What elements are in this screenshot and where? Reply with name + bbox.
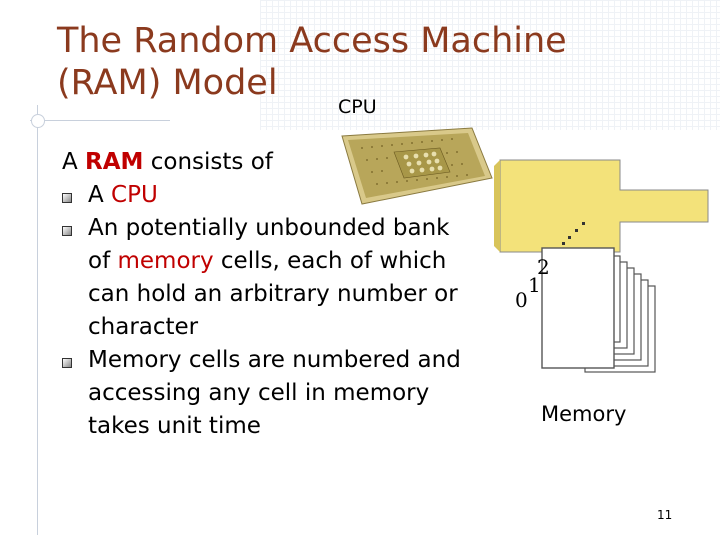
bullet-2-line-4: character [88, 314, 199, 340]
memory-diagram [494, 159, 709, 373]
memory-cell-number-1: 1 [528, 273, 541, 297]
bullet-2-line-2-suffix: cells, each of which [213, 248, 447, 274]
decorative-vertical-line [37, 105, 38, 535]
bullet-3-line-2: accessing any cell in memory [88, 380, 430, 406]
bullet-2-line-1: An potentially unbounded bank [88, 215, 450, 241]
cpu-label: CPU [338, 96, 377, 118]
square-bullet-icon [62, 193, 72, 203]
memory-cell-number-2: 2 [537, 255, 550, 279]
square-bullet-icon [62, 226, 72, 236]
bullet-1-prefix: A [88, 182, 112, 208]
bullet-3-line-3: takes unit time [88, 413, 261, 439]
slide-title: The Random Access Machine (RAM) Model [57, 20, 567, 104]
decorative-grid [260, 0, 720, 130]
ellipsis-dots [562, 222, 585, 245]
memory-label: Memory [541, 402, 627, 426]
title-line-2: (RAM) Model [57, 63, 278, 103]
title-line-1: The Random Access Machine [57, 21, 567, 61]
bullet-1-highlight: CPU [111, 182, 158, 208]
memory-cell-number-0: 0 [515, 288, 528, 312]
bullet-item-unit-time: Memory cells are numbered and accessing … [62, 344, 508, 443]
bullet-2-line-2-prefix: of [88, 248, 118, 274]
bullet-item-memory-bank: An potentially unbounded bank of memory … [62, 212, 508, 344]
intro-highlight: RAM [85, 149, 144, 175]
intro-suffix: consists of [143, 149, 273, 175]
bullet-3-line-1: Memory cells are numbered and [88, 347, 461, 373]
bullet-2-highlight: memory [117, 248, 214, 274]
cpu-chip-icon [341, 127, 493, 205]
bullet-item-cpu: A CPU [62, 179, 508, 212]
cpu-to-memory-arrow [499, 159, 709, 253]
square-bullet-icon [62, 358, 72, 368]
intro-prefix: A [62, 149, 86, 175]
decorative-circle [31, 114, 45, 128]
page-number: 11 [657, 508, 673, 522]
memory-cells-stack [541, 247, 656, 373]
slide-body: A RAM consists of A CPU An potentially u… [62, 146, 508, 443]
bullet-2-line-3: can hold an arbitrary number or [88, 281, 458, 307]
bullet-2-line-2: of memory cells, each of which [88, 245, 508, 278]
decorative-horizontal-line [30, 120, 170, 121]
intro-line: A RAM consists of [62, 146, 508, 179]
